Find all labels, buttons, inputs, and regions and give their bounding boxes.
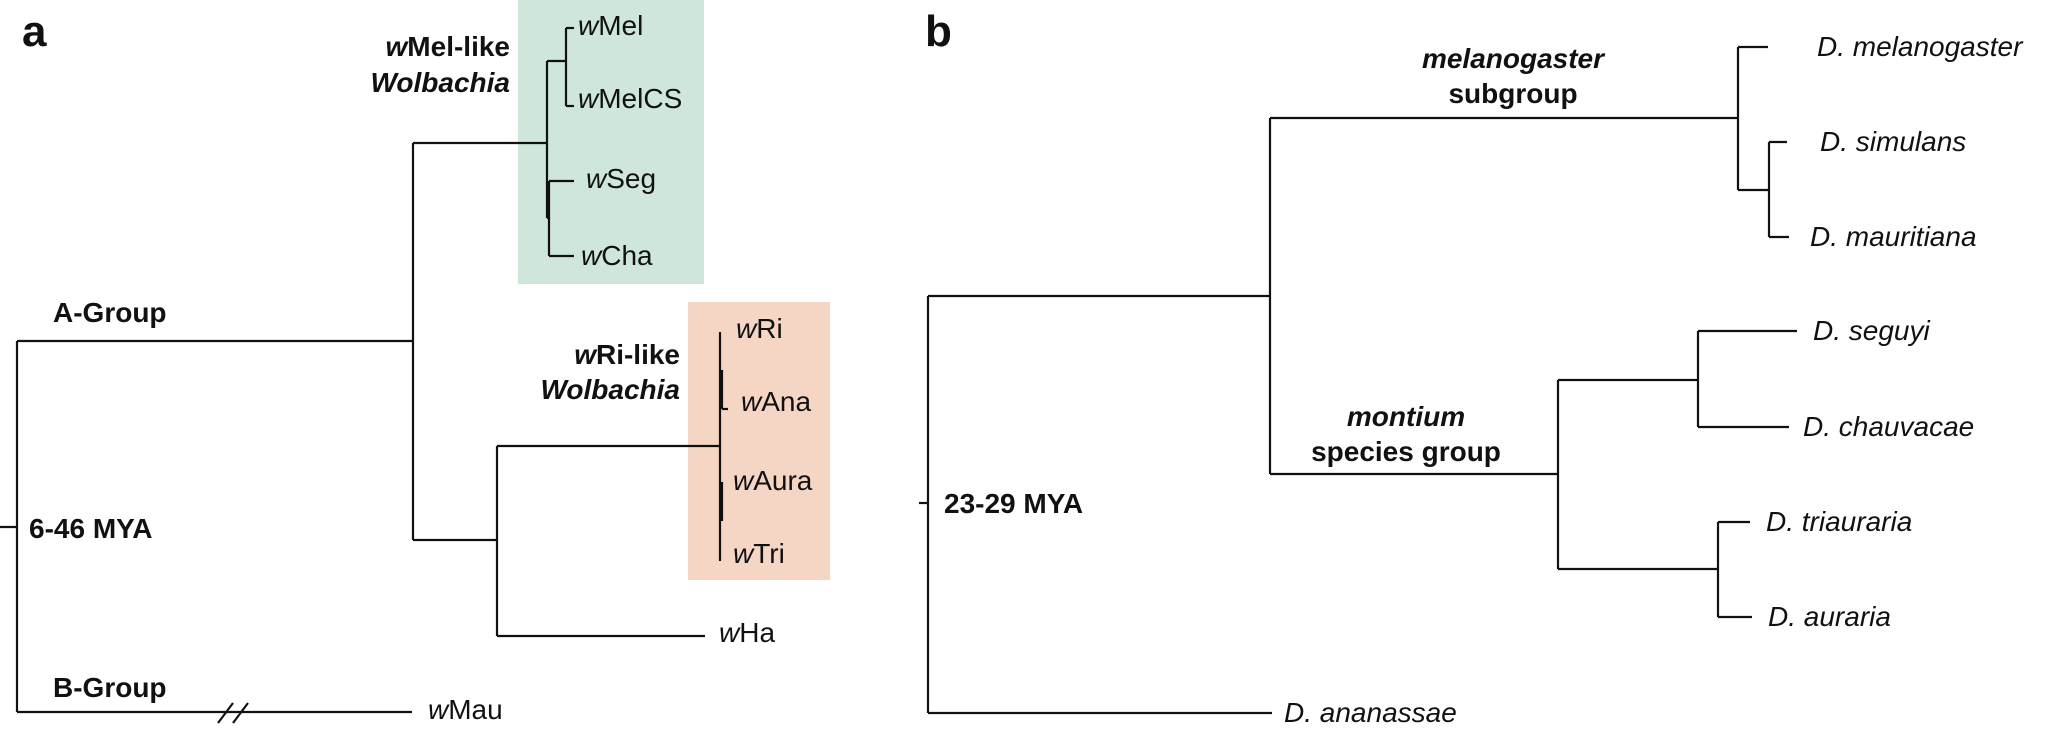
leaf-wmelcs-name: MelCS [598,83,682,114]
leaf-d-simulans: D. simulans [1820,126,1966,157]
leaf-d-melanogaster: D. melanogaster [1817,31,2024,62]
leaf-wri: wRi [736,313,783,344]
wri-subclade-a-vertical [720,370,724,409]
wolbachia-tree-branches [0,26,728,724]
wmel-clade-label-line2: Wolbachia [370,67,510,98]
leaf-d-mauritiana: D. mauritiana [1810,221,1977,252]
leaf-wha-name: Ha [739,617,775,648]
leaf-wha: wHa [719,617,775,648]
leaf-wmau: wMau [428,694,503,725]
leaf-wha-prefix: w [719,617,741,648]
leaf-waura-name: Aura [753,465,813,496]
leaf-waura: wAura [733,465,813,496]
leaf-wmel-name: Mel [598,10,643,41]
wri-clade-label-line1: wRi-like [574,339,680,370]
root-age-a: 6-46 MYA [29,513,152,544]
wri-clade-highlight [688,302,830,580]
panel-b-letter: b [925,7,952,56]
montium-group-line1: montium [1347,401,1465,432]
wri-subclade-b-vertical [720,482,724,521]
wri-clade-label-line2: Wolbachia [540,374,680,405]
leaf-wtri-prefix: w [733,538,755,569]
leaf-wana: wAna [741,386,811,417]
leaf-wmel: wMel [578,10,643,41]
leaf-wseg-name: Seg [606,163,656,194]
leaf-wmel-prefix: w [578,10,600,41]
leaf-wmau-prefix: w [428,694,450,725]
leaf-wana-prefix: w [741,386,763,417]
leaf-wtri-name: Tri [753,538,785,569]
drosophila-tree-branches [919,45,1797,715]
wmel-clade-label-line1: wMel-like [386,31,510,62]
leaf-wtri: wTri [733,538,785,569]
branch-break-mark [217,702,249,724]
panel-a: a [0,0,830,725]
wmel-clade-rest: Mel-like [407,31,510,62]
leaf-wri-name: Ri [756,313,782,344]
leaf-wseg: wSeg [586,163,656,194]
leaf-d-ananassae: D. ananassae [1284,697,1457,728]
leaf-wseg-prefix: w [586,163,608,194]
leaf-wmelcs: wMelCS [578,83,682,114]
leaf-d-auraria: D. auraria [1768,601,1891,632]
b-group-label: B-Group [53,672,167,703]
leaf-wri-prefix: w [736,313,758,344]
melanogaster-subgroup-line1: melanogaster [1422,43,1606,74]
leaf-d-chauvacae: D. chauvacae [1803,411,1974,442]
leaf-wcha: wCha [581,240,653,271]
leaf-d-triauraria: D. triauraria [1766,506,1912,537]
leaf-wcha-prefix: w [581,240,603,271]
panel-a-letter: a [22,7,47,56]
leaf-waura-prefix: w [733,465,755,496]
wmel-clade-prefix: w [386,31,410,62]
leaf-wmelcs-prefix: w [578,83,600,114]
wri-clade-prefix: w [574,339,598,370]
leaf-wmau-name: Mau [448,694,502,725]
a-group-label: A-Group [53,297,167,328]
wri-clade-rest: Ri-like [596,339,680,370]
leaf-wana-name: Ana [761,386,811,417]
montium-group-line2: species group [1311,436,1501,467]
leaf-wcha-name: Cha [601,240,653,271]
panel-b: b melanog [919,7,2024,728]
melanogaster-subgroup-line2: subgroup [1448,78,1577,109]
leaf-d-seguyi: D. seguyi [1813,315,1930,346]
root-age-b: 23-29 MYA [944,488,1083,519]
